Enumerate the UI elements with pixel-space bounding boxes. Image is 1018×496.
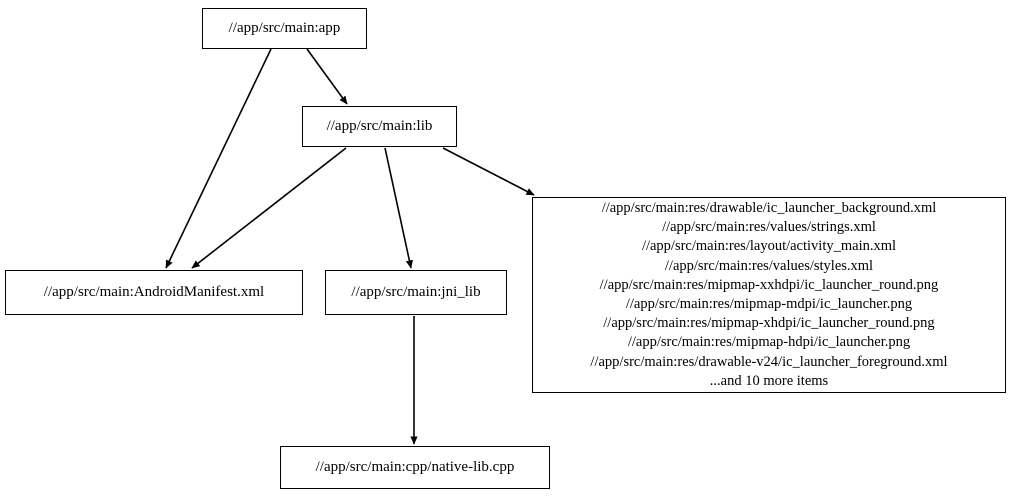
graph-node-app-label: //app/src/main:app: [228, 20, 341, 36]
edge-lib-to-resources: [442, 147, 535, 196]
edge-lib-to-jnilib: [384, 147, 413, 269]
graph-node-jni-lib-label: //app/src/main:jni_lib: [351, 284, 481, 300]
edge-app-to-manifest: [165, 48, 272, 269]
graph-node-jni-lib[interactable]: //app/src/main:jni_lib: [325, 270, 507, 315]
graph-node-lib-label: //app/src/main:lib: [326, 118, 433, 134]
graph-node-lib[interactable]: //app/src/main:lib: [302, 106, 457, 147]
graph-node-app[interactable]: //app/src/main:app: [202, 8, 367, 49]
edge-lib-to-manifest: [191, 147, 347, 269]
graph-node-native-lib-cpp-label: //app/src/main:cpp/native-lib.cpp: [315, 459, 515, 475]
edge-app-to-lib: [306, 48, 348, 105]
graph-node-androidmanifest-label: //app/src/main:AndroidManifest.xml: [43, 284, 265, 300]
graph-node-native-lib-cpp[interactable]: //app/src/main:cpp/native-lib.cpp: [280, 446, 550, 489]
graph-node-resources-group-label: //app/src/main:res/drawable/ic_launcher_…: [590, 199, 948, 389]
graph-node-resources-group[interactable]: //app/src/main:res/drawable/ic_launcher_…: [532, 197, 1006, 393]
graph-node-androidmanifest[interactable]: //app/src/main:AndroidManifest.xml: [5, 270, 303, 315]
